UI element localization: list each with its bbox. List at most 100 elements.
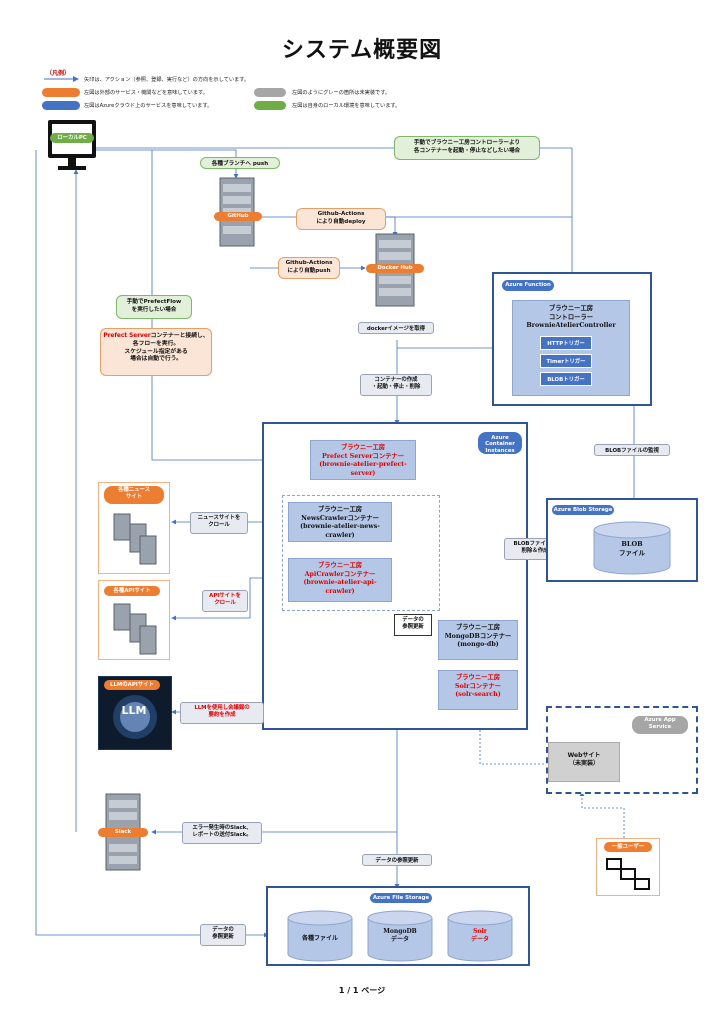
file-storage-cylinders: [287, 910, 513, 962]
local-pc-label: ローカルPC: [50, 133, 94, 143]
api-sites-label: 各種APIサイト: [104, 586, 160, 596]
gh-deploy-line-2: により自動deploy: [316, 218, 366, 225]
legend-arrow-icon: [44, 76, 79, 82]
news-sites-line-1: 各種ニュース: [117, 487, 151, 493]
api-crawler-container[interactable]: ブラウニー工房 ApiCrawlerコンテナー (brownie-atelier…: [288, 558, 392, 602]
manual-controller-line-1: 手動でブラウニー工房コントローラーより: [413, 140, 521, 146]
blob-cylinder-icon: [593, 521, 671, 575]
github-label: GitHub: [214, 212, 262, 221]
legend-heading: （凡例）: [46, 70, 71, 77]
legend-green-swatch: [254, 101, 286, 110]
blob-storage-label: Azure Blob Storage: [552, 505, 614, 515]
docker-hub-label: Docker Hub: [366, 264, 424, 273]
data-ref-line-2: 参照更新: [402, 624, 424, 631]
app-service-line-2: Service: [648, 723, 672, 730]
docker-pull-note: dockerイメージを取得: [358, 322, 434, 334]
solr-line-2: Solrコンテナー: [455, 682, 501, 690]
mongo-line-2: MongoDBコンテナー: [444, 632, 512, 640]
news-crawl-line-2: クロール: [208, 522, 230, 529]
gh-push-line-2: により自動push: [287, 267, 331, 274]
prefect-desc-server: Prefect Server: [103, 333, 151, 339]
blob-ops-line-2: 削除＆作成: [521, 548, 549, 555]
file-storage-label: Azure File Storage: [370, 893, 432, 903]
news-crawl-line-1: ニュースサイトを: [197, 515, 241, 521]
prefect-desc-line-4: 場合は自動で行う。: [130, 356, 182, 363]
mongo-line-3: (mongo-db): [457, 641, 499, 648]
local-pc[interactable]: [44, 118, 100, 176]
news-crawler-container[interactable]: ブラウニー工房 NewsCrawlerコンテナー (brownie-atelie…: [288, 502, 392, 542]
api-line-3: (brownie-atelier-api-crawler): [303, 579, 377, 595]
mongodb-container[interactable]: ブラウニー工房 MongoDBコンテナー (mongo-db): [438, 620, 518, 660]
api-crawl-line-2: クロール: [214, 600, 236, 607]
aci-label-line-2: Instances（ACI）: [485, 447, 515, 461]
api-crawl-line-1: APIサイトを: [209, 593, 241, 599]
blob-trigger[interactable]: BLOBトリガー: [540, 372, 592, 386]
page-footer: 1 / 1 ページ: [338, 986, 386, 995]
controller-line-1: ブラウニー工房: [548, 305, 594, 312]
legend-arrow-text: 矢印は、アクション（参照、登録、実行など）の方向を示しています。: [84, 77, 250, 83]
container-ops-line-1: コンテナーの作成: [374, 377, 418, 383]
prefect-desc-line-3: スケジュール指定がある: [124, 348, 188, 355]
azure-function-label: Azure Function: [502, 280, 554, 291]
news-line-3: (brownie-atelier-news-crawler): [300, 523, 380, 539]
gh-push-note: Github-Actions により自動push: [278, 257, 340, 279]
blob-name-line-2: ファイル: [619, 548, 645, 557]
users-label: 一般ユーザー: [604, 842, 652, 852]
blob-ops-line-1: BLOBファイルの: [513, 541, 557, 547]
prefect-desc-line-2: 各フローを実行。: [132, 340, 180, 347]
solr-container[interactable]: ブラウニー工房 Solrコンテナー (solr-search): [438, 670, 518, 710]
prefect-desc-line-1: コンテナーと接続し、: [150, 333, 209, 339]
crawler-group: [282, 495, 440, 611]
http-trigger[interactable]: HTTPトリガー: [540, 336, 592, 350]
timer-trigger[interactable]: Timerトリガー: [540, 354, 592, 368]
aci-label: Azure Container Instances（ACI）: [478, 432, 522, 460]
llm-summary-note: LLMを使用し会議録の 要約を作成: [180, 702, 264, 724]
prefect-line-3: (brownie-atelier-prefect-server): [319, 461, 407, 477]
llm-logo: LLM: [121, 704, 147, 717]
files-store: 各種ファイル: [301, 935, 338, 942]
prefect-line-2: Prefect Serverコンテナー: [321, 452, 405, 460]
legend-green-text: 左図は自身のローカル環境を意味しています。: [292, 103, 401, 109]
website-line-2: （未実装）: [568, 760, 599, 768]
legend-grey-text: 左図のようにグレーの箇所は未実装です。: [292, 90, 391, 96]
data-ref-update-note: データの参照更新: [362, 854, 432, 866]
gh-deploy-note: Github-Actions により自動deploy: [296, 208, 386, 230]
users-computers-icon: [606, 858, 650, 890]
solr-store-line-1: Solr: [473, 928, 487, 935]
mongo-line-1: ブラウニー工房: [455, 624, 501, 631]
local-data-note: データの 参照更新: [200, 924, 246, 946]
news-line-1: ブラウニー工房: [317, 506, 363, 513]
manual-controller-line-2: 各コンテナーを起動・停止などしたい場合: [413, 147, 521, 154]
legend-orange-text: 左図は外部のサービス・機関などを意味しています。: [84, 90, 208, 96]
manual-prefect-line-2: を実行したい場合: [131, 306, 177, 313]
website-box[interactable]: Webサイト （未実装）: [548, 742, 620, 782]
api-servers-icon: [113, 603, 157, 655]
slack-notify-line-1: エラー発生時のSlack、: [192, 825, 252, 831]
mongo-store-line-1: MongoDB: [383, 928, 417, 935]
gh-deploy-line-1: Github-Actions: [317, 211, 365, 217]
page-title: システム概要図: [281, 38, 443, 63]
slack-label: Slack: [98, 828, 148, 837]
local-data-line-1: データの: [212, 927, 234, 933]
blob-name: BLOB ファイル: [592, 540, 672, 558]
news-servers-icon: [113, 513, 157, 565]
solr-line-3: (solr-search): [455, 691, 501, 698]
llm-api-label: LLMのAPIサイト: [104, 680, 160, 690]
api-line-2: ApiCrawlerコンテナー: [304, 570, 376, 578]
manual-controller-note: 手動でブラウニー工房コントローラーより 各コンテナーを起動・停止などしたい場合: [394, 136, 540, 160]
prefect-desc-note: Prefect Serverコンテナーと接続し、 各フローを実行。 スケジュール…: [100, 328, 212, 376]
monitor-icon: [48, 120, 96, 170]
local-data-line-2: 参照更新: [212, 934, 234, 941]
prefect-server-container[interactable]: ブラウニー工房 Prefect Serverコンテナー (brownie-ate…: [310, 440, 416, 480]
legend-blue-swatch: [42, 101, 80, 110]
data-ref-note: データの 参照更新: [394, 614, 432, 636]
legend-orange-swatch: [42, 88, 80, 97]
llm-summary-line-1: LLMを使用し会議録の: [194, 705, 250, 711]
legend-blue-text: 左図はAzureクラウド上のサービスを意味しています。: [84, 103, 213, 109]
llm-brain-icon: [113, 695, 157, 739]
container-ops-note: コンテナーの作成 ・起動・停止・削除: [360, 374, 432, 396]
slack-notify-line-2: レポートの送付Slack。: [192, 832, 252, 839]
app-service-line-1: Azure App: [644, 717, 676, 723]
blob-name-line-1: BLOB: [621, 540, 643, 548]
mongo-store-line-2: データ: [390, 936, 409, 944]
